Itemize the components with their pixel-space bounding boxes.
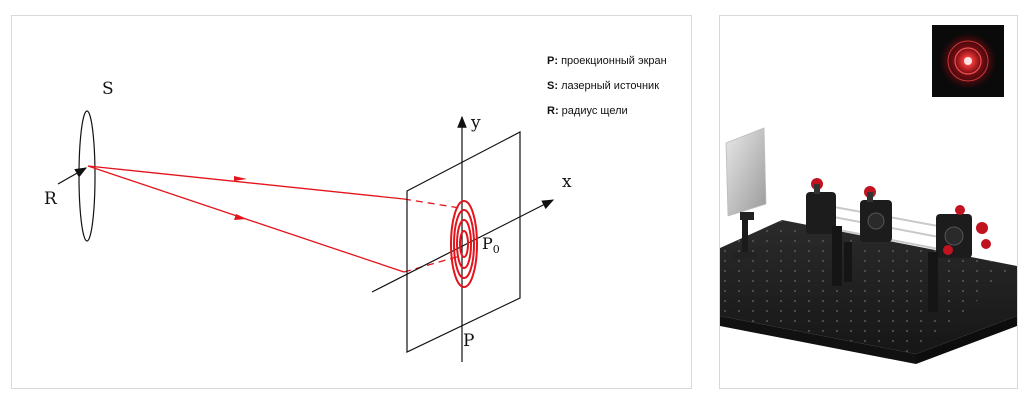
legend-item: S: лазерный источник [547,79,667,104]
legend-item: P: проекционный экран [547,54,667,79]
diffraction-rings [450,200,478,288]
label-center: P0 [482,234,500,256]
source-disk [78,110,96,242]
legend-text: лазерный источник [561,80,660,92]
legend-item: R: радиус щели [547,104,667,129]
label-center-sub: 0 [493,243,500,256]
label-x-axis: x [562,172,572,192]
diffraction-inset [932,25,1004,97]
diffraction-diagram: S R y x P0 P [44,79,572,362]
optical-bench-photo [720,25,1017,364]
legend-text: радиус щели [561,105,628,117]
mount-left [806,178,842,286]
label-center-base: P [482,234,493,253]
mount-middle [844,186,892,282]
label-y-axis: y [470,113,481,133]
legend-key: R: [547,105,559,117]
label-screen: P [463,331,474,351]
projection-screen-photo [725,127,767,258]
ray-upper-dashed [403,198,461,209]
radius-pointer [57,167,88,185]
label-radius: R [44,189,58,209]
ray-upper-arrow [234,176,247,181]
mount-right [928,205,991,312]
light-rays [87,165,461,273]
legend-text: проекционный экран [561,55,667,67]
projection-screen [406,131,521,353]
legend-key: P: [547,55,558,67]
diagram-panel: S R y x P0 P P: проекционный экран S: ла… [11,15,692,389]
photo-panel [719,15,1018,389]
x-axis [371,199,555,293]
ray-upper [87,165,405,200]
legend: P: проекционный экран S: лазерный источн… [547,54,667,129]
ray-lower-arrow [234,214,247,220]
ray-lower-dashed [403,255,461,273]
label-source: S [102,79,114,99]
legend-key: S: [547,80,558,92]
